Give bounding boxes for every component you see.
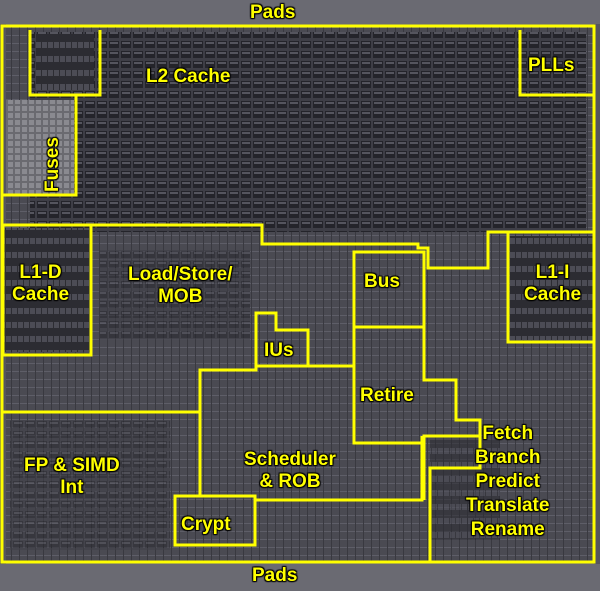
label-plls: PLLs (528, 55, 575, 76)
label-fuses: Fuses (42, 137, 63, 192)
label-pads-top: Pads (250, 2, 296, 23)
label-ius: IUs (264, 340, 294, 361)
label-l1i-cache: L1-I Cache (524, 262, 582, 305)
label-pads-bottom: Pads (252, 565, 298, 586)
label-retire: Retire (360, 385, 414, 406)
label-crypt: Crypt (181, 514, 231, 535)
label-scheduler-rob: Scheduler & ROB (244, 449, 336, 492)
label-l1d-cache: L1-D Cache (12, 262, 70, 305)
label-bus: Bus (364, 271, 400, 292)
label-load-store-mob: Load/Store/ MOB (128, 264, 233, 307)
label-fp-simd-int: FP & SIMD Int (24, 455, 120, 498)
label-fetch-branch-predict-translate-rename: Fetch Branch Predict Translate Rename (466, 423, 550, 540)
label-l2-cache: L2 Cache (146, 66, 231, 87)
